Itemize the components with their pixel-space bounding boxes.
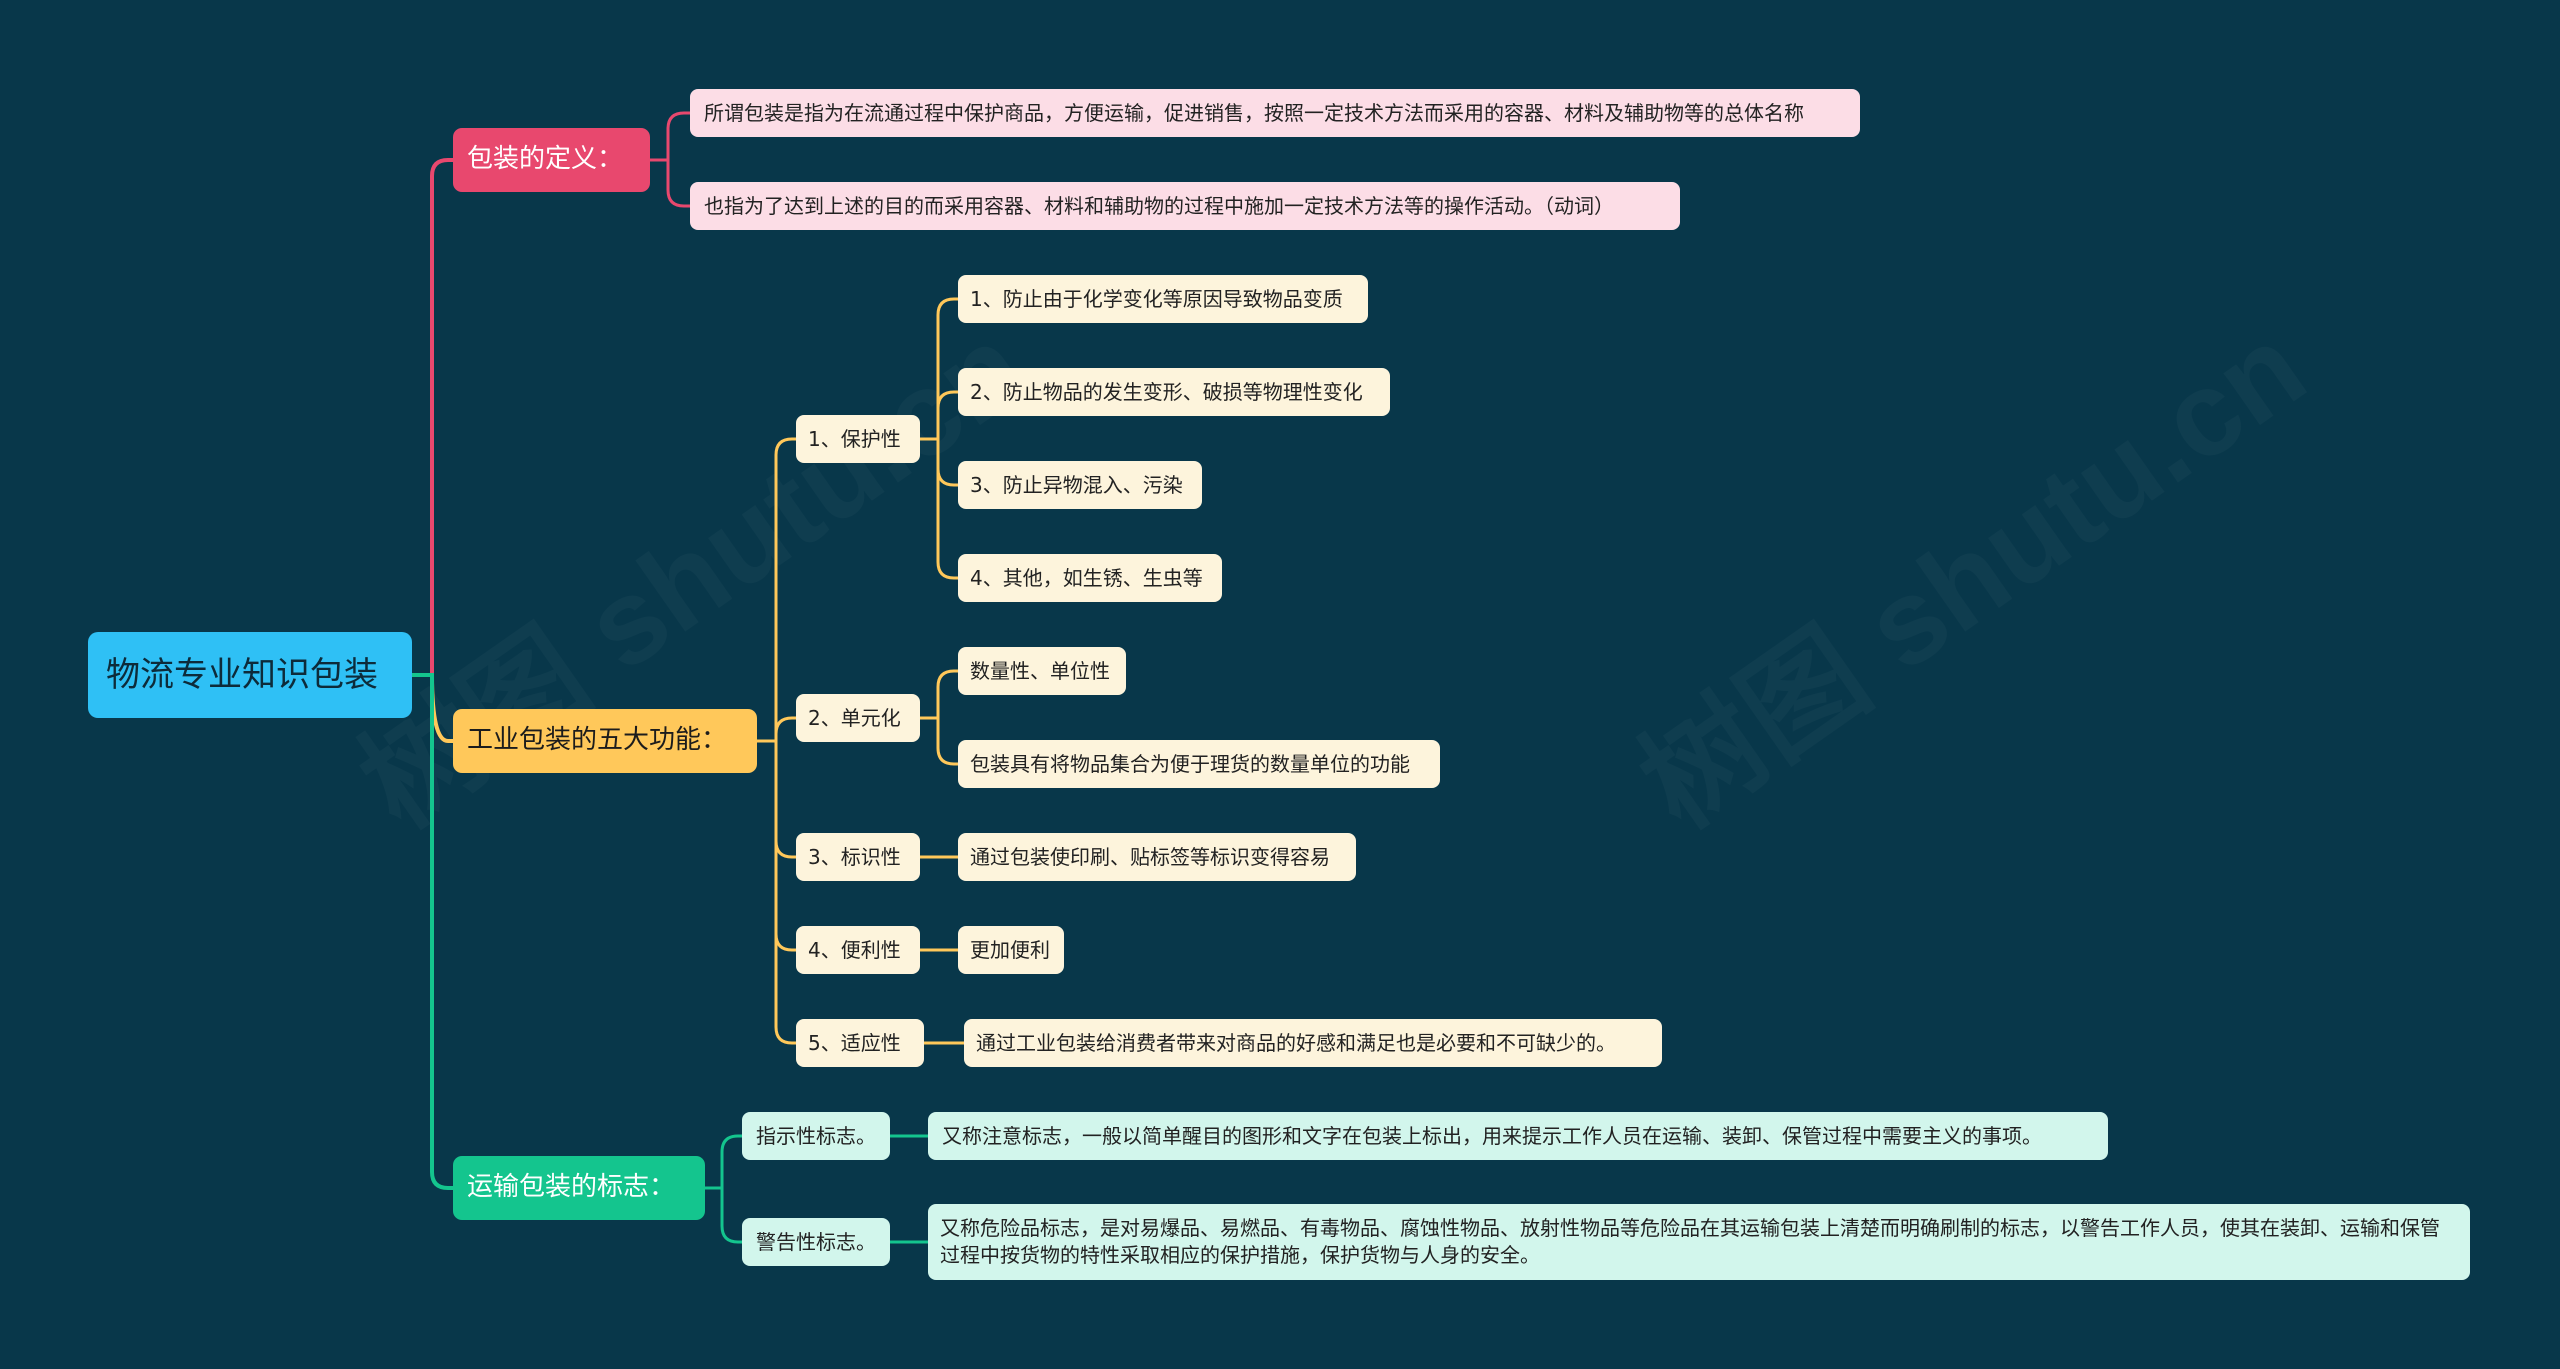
- detail-text: 4、其他，如生锈、生虫等: [970, 566, 1203, 590]
- detail-text: 1、防止由于化学变化等原因导致物品变质: [970, 287, 1343, 311]
- function-adaptability[interactable]: 5、适应性: [796, 1019, 924, 1067]
- detail-text: 又称危险品标志，是对易爆品、易燃品、有毒物品、腐蚀性物品、放射性物品等危险品在其…: [940, 1216, 2440, 1267]
- detail-text: 更加便利: [970, 938, 1050, 962]
- function-unitization[interactable]: 2、单元化: [796, 694, 920, 742]
- mark-type-indicative[interactable]: 指示性标志。: [742, 1112, 890, 1160]
- detail-text: 通过包装使印刷、贴标签等标识变得容易: [970, 845, 1330, 869]
- function-label: 5、适应性: [808, 1031, 901, 1055]
- branch-definition[interactable]: 包装的定义：: [453, 128, 650, 192]
- function-detail[interactable]: 4、其他，如生锈、生虫等: [958, 554, 1222, 602]
- function-protection[interactable]: 1、保护性: [796, 415, 920, 463]
- function-detail[interactable]: 通过包装使印刷、贴标签等标识变得容易: [958, 833, 1356, 881]
- detail-text: 3、防止异物混入、污染: [970, 473, 1183, 497]
- root-label: 物流专业知识包装: [106, 654, 378, 695]
- mark-label: 指示性标志。: [756, 1124, 876, 1148]
- mark-label: 警告性标志。: [756, 1230, 876, 1254]
- mark-detail[interactable]: 又称危险品标志，是对易爆品、易燃品、有毒物品、腐蚀性物品、放射性物品等危险品在其…: [928, 1204, 2470, 1280]
- function-label: 4、便利性: [808, 938, 901, 962]
- function-label: 1、保护性: [808, 427, 901, 451]
- branch-functions[interactable]: 工业包装的五大功能：: [453, 709, 757, 773]
- function-detail[interactable]: 1、防止由于化学变化等原因导致物品变质: [958, 275, 1368, 323]
- detail-text: 2、防止物品的发生变形、破损等物理性变化: [970, 380, 1363, 404]
- function-detail[interactable]: 更加便利: [958, 926, 1064, 974]
- function-label: 3、标识性: [808, 845, 901, 869]
- root-topic[interactable]: 物流专业知识包装: [88, 632, 412, 718]
- mark-type-warning[interactable]: 警告性标志。: [742, 1218, 890, 1266]
- branch-label: 包装的定义：: [467, 144, 624, 175]
- function-identification[interactable]: 3、标识性: [796, 833, 920, 881]
- detail-text: 通过工业包装给消费者带来对商品的好感和满足也是必要和不可缺少的。: [976, 1031, 1616, 1055]
- definition-text: 也指为了达到上述的目的而采用容器、材料和辅助物的过程中施加一定技术方法等的操作活…: [704, 194, 1614, 218]
- branch-marks[interactable]: 运输包装的标志：: [453, 1156, 705, 1220]
- definition-text: 所谓包装是指为在流通过程中保护商品，方便运输，促进销售，按照一定技术方法而采用的…: [704, 101, 1804, 125]
- function-detail[interactable]: 数量性、单位性: [958, 647, 1126, 695]
- definition-item[interactable]: 也指为了达到上述的目的而采用容器、材料和辅助物的过程中施加一定技术方法等的操作活…: [690, 182, 1680, 230]
- function-detail[interactable]: 2、防止物品的发生变形、破损等物理性变化: [958, 368, 1390, 416]
- function-detail[interactable]: 3、防止异物混入、污染: [958, 461, 1202, 509]
- function-detail[interactable]: 通过工业包装给消费者带来对商品的好感和满足也是必要和不可缺少的。: [964, 1019, 1662, 1067]
- function-detail[interactable]: 包装具有将物品集合为便于理货的数量单位的功能: [958, 740, 1440, 788]
- mark-detail[interactable]: 又称注意标志，一般以简单醒目的图形和文字在包装上标出，用来提示工作人员在运输、装…: [928, 1112, 2108, 1160]
- detail-text: 又称注意标志，一般以简单醒目的图形和文字在包装上标出，用来提示工作人员在运输、装…: [942, 1124, 2042, 1148]
- function-label: 2、单元化: [808, 706, 901, 730]
- definition-item[interactable]: 所谓包装是指为在流通过程中保护商品，方便运输，促进销售，按照一定技术方法而采用的…: [690, 89, 1860, 137]
- branch-label: 运输包装的标志：: [467, 1172, 676, 1203]
- function-convenience[interactable]: 4、便利性: [796, 926, 920, 974]
- detail-text: 数量性、单位性: [970, 659, 1110, 683]
- branch-label: 工业包装的五大功能：: [467, 725, 728, 756]
- detail-text: 包装具有将物品集合为便于理货的数量单位的功能: [970, 752, 1410, 776]
